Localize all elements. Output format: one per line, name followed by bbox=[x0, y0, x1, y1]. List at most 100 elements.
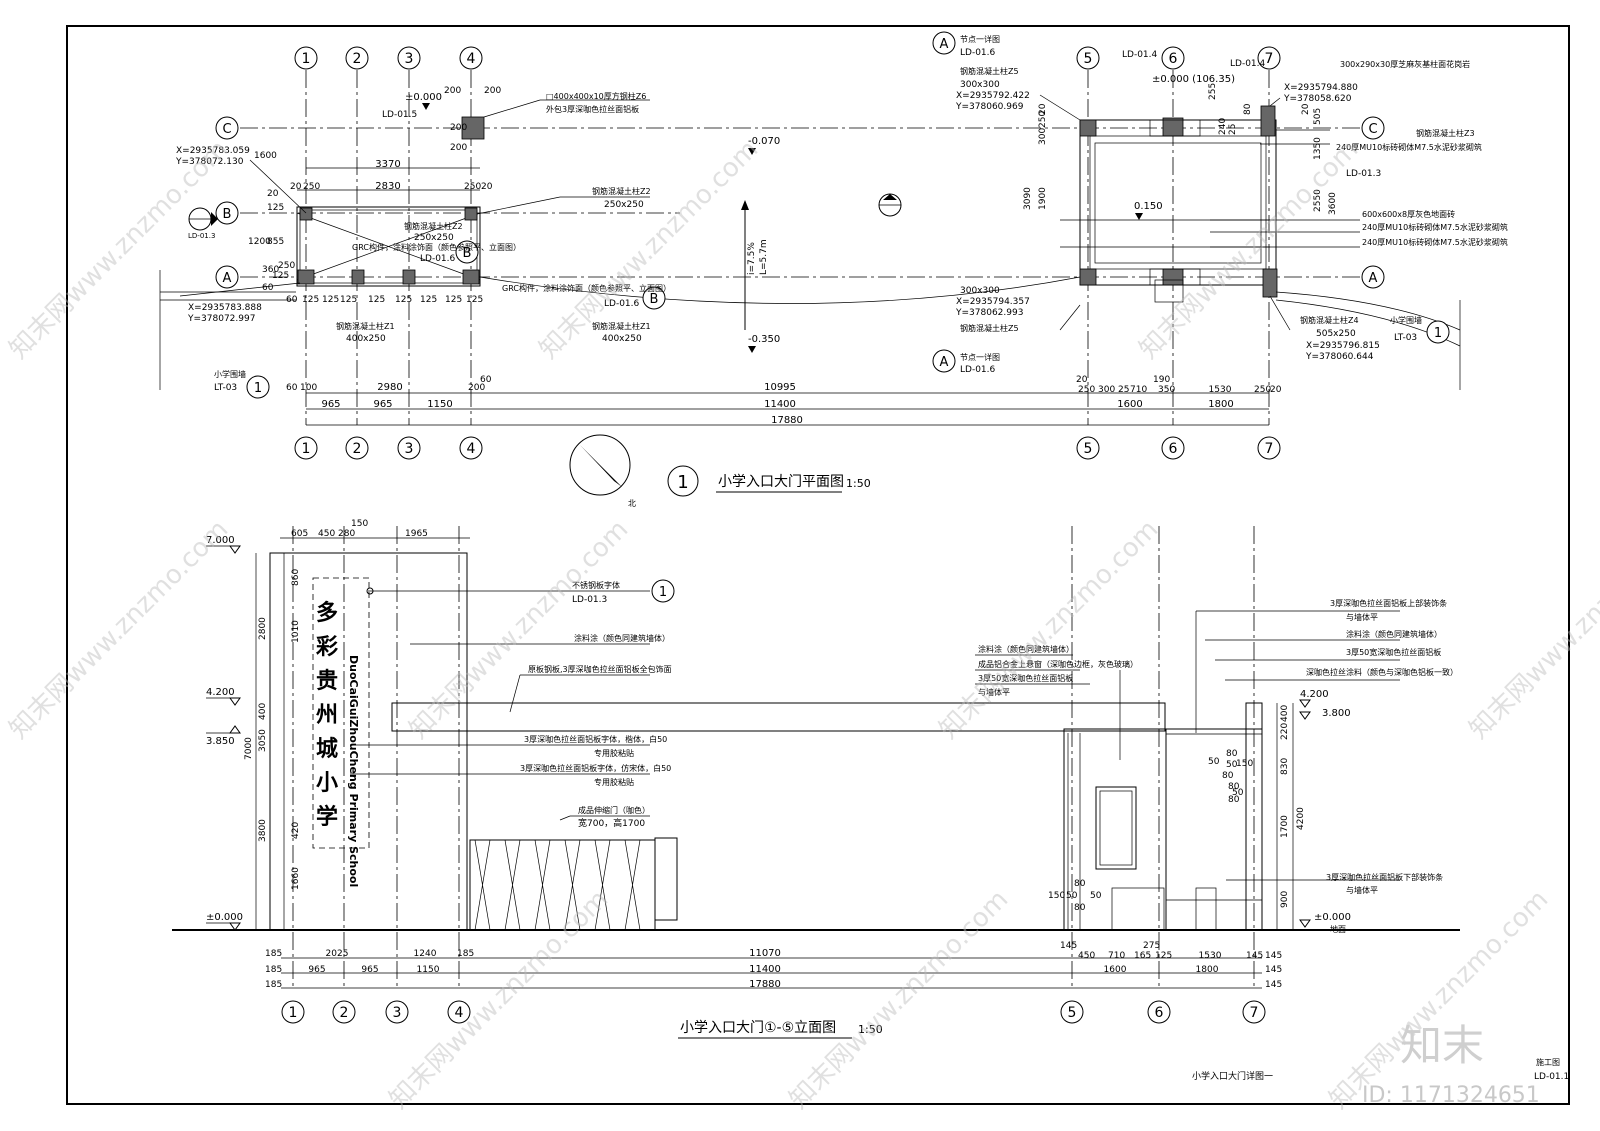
sheet-stage: 施工图 bbox=[1536, 1057, 1560, 1067]
axis-label: 2 bbox=[353, 441, 362, 457]
dim-right: 20 bbox=[1038, 103, 1048, 115]
dim-et: 280 bbox=[338, 529, 355, 539]
note-n6: 成品伸缩门（咖色） bbox=[578, 805, 650, 815]
axis-label: 7 bbox=[1265, 51, 1274, 67]
note-r3b: 与墙体平 bbox=[978, 687, 1010, 697]
level-label: 7.000 bbox=[206, 535, 235, 546]
level-label: 4.200 bbox=[206, 687, 235, 698]
axis-label: 6 bbox=[1169, 441, 1178, 457]
coord-y: Y=378060.644 bbox=[1305, 352, 1374, 362]
dim-er: 900 bbox=[1280, 891, 1290, 908]
dim-el: 3800 bbox=[258, 819, 268, 842]
dim-200: 200 bbox=[450, 143, 467, 153]
dim-left: 250 bbox=[278, 261, 295, 271]
note-n5b: 专用胶粘贴 bbox=[594, 777, 634, 787]
dim-b1: 190 bbox=[1153, 375, 1170, 385]
dim-left: 360 bbox=[262, 265, 279, 275]
note-z1b: 钢筋混凝土柱Z1 bbox=[592, 321, 651, 331]
sign-char: 州 bbox=[316, 703, 338, 728]
dim-base: 125 bbox=[322, 295, 339, 305]
row-label: A bbox=[940, 37, 949, 52]
note-n5: 3厚深咖色拉丝面铝板字体，仿宋体，白50 bbox=[520, 763, 671, 773]
dim-b1: 2980 bbox=[377, 382, 402, 393]
dim-2830: 2830 bbox=[375, 181, 400, 192]
note-r5: 涂料涂（颜色同建筑墙体） bbox=[1346, 629, 1442, 639]
level-label: ±0.000 bbox=[1314, 912, 1351, 923]
dim-eb1: 2025 bbox=[326, 949, 349, 959]
watermark-text: 知末网www.znzmo.com bbox=[1464, 514, 1600, 745]
dim-base: 125 bbox=[420, 295, 437, 305]
dim-b1: 10995 bbox=[764, 382, 796, 393]
dim-eb1: 450 bbox=[1078, 951, 1095, 961]
slope-label: L=5.7m bbox=[759, 239, 769, 275]
dim-b1: 1530 bbox=[1209, 385, 1232, 395]
dim-right: 255 bbox=[1208, 83, 1218, 100]
axis-label: 1 bbox=[289, 1005, 298, 1021]
note-n4: 3厚深咖色拉丝面铝板字体，楷体，白50 bbox=[524, 734, 667, 744]
dim-eb1: 1530 bbox=[1199, 951, 1222, 961]
note-lt03: LT-03 bbox=[214, 383, 237, 393]
plan-view: 1 2 3 4 5 6 7 1 2 3 4 5 6 bbox=[159, 31, 1508, 508]
note-z2b: 250x250 bbox=[604, 200, 644, 210]
coord-y: Y=378058.620 bbox=[1283, 94, 1352, 104]
axis-label: 4 bbox=[467, 51, 476, 67]
dim-eb1: 11070 bbox=[749, 948, 781, 959]
dim-200: 200 bbox=[444, 86, 461, 96]
sign-char: 贵 bbox=[316, 669, 338, 694]
dim-3370: 3370 bbox=[375, 159, 400, 170]
dim-eb2: 145 bbox=[1265, 965, 1282, 975]
coord-x: X=2935794.357 bbox=[956, 297, 1030, 307]
coord-x: X=2935792.422 bbox=[956, 91, 1030, 101]
dim-er: 1700 bbox=[1280, 815, 1290, 838]
dim-el: 860 bbox=[291, 569, 301, 586]
dim-em: 50 bbox=[1090, 891, 1102, 901]
dim-et: 150 bbox=[351, 519, 368, 529]
note-lt03b: LT-03 bbox=[1394, 333, 1417, 343]
dim-eb3: 185 bbox=[265, 980, 282, 990]
coord-x: X=2935783.888 bbox=[188, 303, 262, 313]
dim-eb1: 1240 bbox=[414, 949, 437, 959]
section-marker-b bbox=[188, 207, 218, 231]
note-r3: 3厚50宽深咖色拉丝面铝板 bbox=[978, 673, 1073, 683]
dim-250: 250 bbox=[303, 182, 320, 192]
note-n3: 原板钢板,3厚深咖色拉丝面铝板全包饰面 bbox=[528, 664, 672, 674]
note-n6b: 宽700，高1700 bbox=[578, 817, 645, 829]
watermark-text: 知末网www.znzmo.com bbox=[4, 514, 235, 745]
level-label: ±0.000 bbox=[405, 92, 442, 103]
dim-er: 80 bbox=[1226, 749, 1238, 759]
dim-right: 25 bbox=[1228, 124, 1238, 135]
dim-b2: 1600 bbox=[1117, 399, 1142, 410]
coord-y: Y=378072.130 bbox=[175, 157, 244, 167]
note-ld016b: LD-01.6 bbox=[604, 299, 640, 309]
sheet-number: LD-01.1 bbox=[1534, 1072, 1569, 1082]
dim-b1: 710 bbox=[1130, 385, 1147, 395]
note-ld016d: LD-01.6 bbox=[960, 365, 996, 375]
dim-b2: 965 bbox=[321, 399, 340, 410]
dim-eb2: 965 bbox=[361, 965, 378, 975]
dim-eb1: 145 bbox=[1246, 951, 1263, 961]
sign-char: 彩 bbox=[315, 635, 338, 660]
axis-label: 6 bbox=[1169, 51, 1178, 67]
dim-eb1: 125 bbox=[1155, 951, 1172, 961]
dim-right: 240 bbox=[1218, 118, 1228, 135]
note-grc2: GRC构件，涂料涂饰面（颜色参照平、立面图） bbox=[502, 283, 671, 293]
dim-b2: 11400 bbox=[764, 399, 796, 410]
elevation-scale: 1:50 bbox=[858, 1023, 883, 1036]
dim-eb2: 11400 bbox=[749, 964, 781, 975]
dim-eb1: 275 bbox=[1143, 941, 1160, 951]
note-z1a: 钢筋混凝土柱Z1 bbox=[336, 321, 395, 331]
note-z5b: 钢筋混凝土柱Z5 bbox=[960, 323, 1019, 333]
row-label: A bbox=[1369, 271, 1378, 286]
dim-right: 20 bbox=[1301, 103, 1311, 115]
dim-b1: 250 bbox=[1078, 385, 1095, 395]
logo-text: 知末 bbox=[1400, 1021, 1484, 1070]
retractable-gate bbox=[469, 837, 678, 931]
row-label: C bbox=[222, 122, 231, 137]
dim-200: 200 bbox=[450, 123, 467, 133]
level-label: 3.800 bbox=[1322, 708, 1351, 719]
dim-er: 4200 bbox=[1296, 807, 1306, 830]
axis-label: 1 bbox=[302, 51, 311, 67]
dim-total: 17880 bbox=[771, 415, 803, 426]
level-label: ±0.000 (106.35) bbox=[1152, 74, 1235, 85]
row-label: B bbox=[223, 207, 232, 222]
